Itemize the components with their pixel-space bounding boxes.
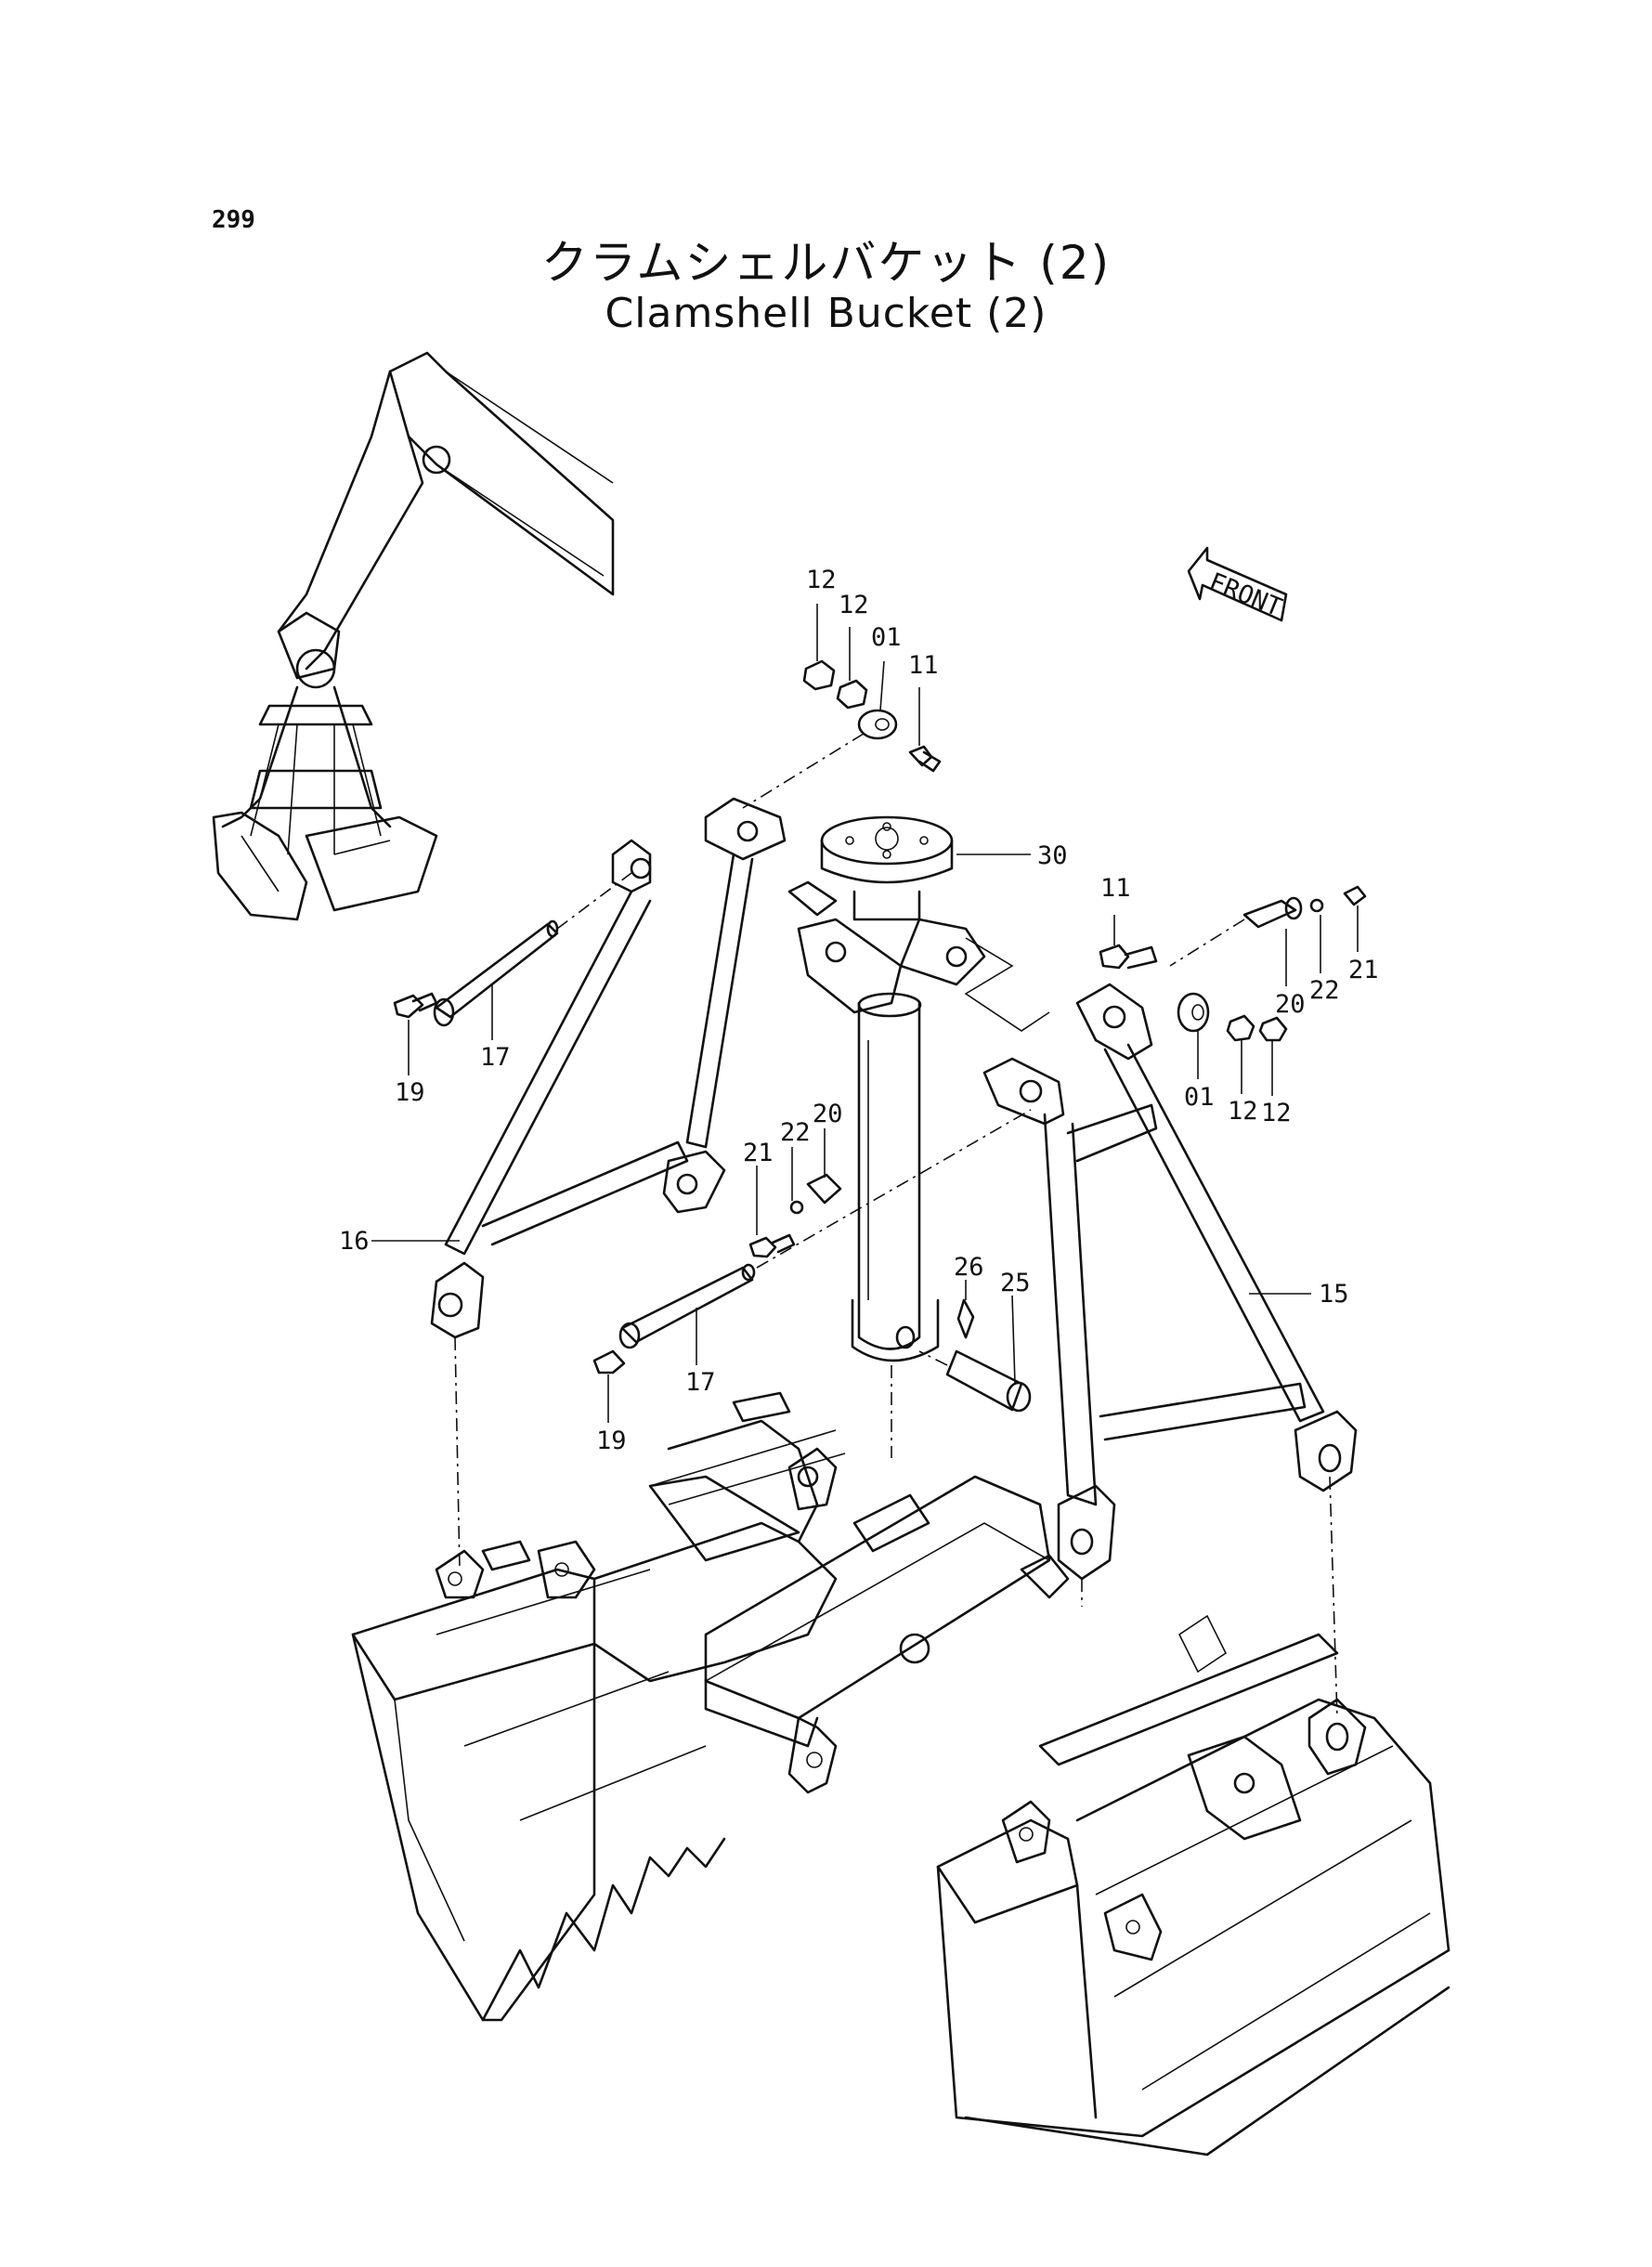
callout-17: 17 xyxy=(685,1368,716,1397)
cylinder-assembly-30 xyxy=(787,815,1050,1458)
callout-19: 19 xyxy=(395,1078,425,1107)
callout-11: 11 xyxy=(1100,874,1131,903)
right-bucket xyxy=(936,1614,1450,2156)
front-direction-arrow: FRONT xyxy=(1187,546,1288,622)
pin-17-lower xyxy=(618,1109,1032,1349)
callout-15: 15 xyxy=(1319,1280,1349,1309)
pin-17-upper xyxy=(433,872,632,1027)
callout-20: 20 xyxy=(813,1100,843,1128)
page-number: 299 xyxy=(212,206,255,234)
callout-12: 12 xyxy=(806,566,837,594)
callout-11: 11 xyxy=(908,651,939,680)
title-japanese: クラムシェルバケット (2) xyxy=(540,236,1112,290)
bolt-19-lower xyxy=(592,1349,626,1375)
hardware-middle xyxy=(748,1173,842,1258)
pin-25-and-cotter-26 xyxy=(918,1298,1032,1413)
callout-17: 17 xyxy=(480,1043,511,1072)
callout-19: 19 xyxy=(596,1427,627,1455)
callout-22: 22 xyxy=(780,1118,811,1147)
callout-21: 21 xyxy=(1348,956,1379,984)
hardware-right xyxy=(1099,885,1367,1042)
hardware-top-center xyxy=(742,659,942,809)
overview-excavator-illustration xyxy=(212,351,615,921)
callout-01: 01 xyxy=(871,623,902,652)
callout-26: 26 xyxy=(954,1253,984,1282)
callout-12: 12 xyxy=(1261,1099,1292,1127)
callout-12: 12 xyxy=(839,591,869,619)
callout-16: 16 xyxy=(339,1227,370,1256)
callout-20: 20 xyxy=(1275,990,1306,1019)
callout-30: 30 xyxy=(1037,841,1068,870)
leader-lines xyxy=(371,604,1359,1423)
callout-22: 22 xyxy=(1309,976,1340,1005)
assembly-centerlines xyxy=(454,1336,1338,1719)
bolt-19-upper xyxy=(393,992,438,1019)
title-english: Clamshell Bucket (2) xyxy=(605,290,1047,337)
center-beam xyxy=(704,1475,1070,1794)
callouts: 12 12 01 11 30 11 20 22 21 01 12 12 15 1… xyxy=(339,566,1379,1455)
callout-01: 01 xyxy=(1184,1083,1215,1112)
callout-21: 21 xyxy=(743,1139,774,1167)
left-a-frame-16 xyxy=(430,797,787,1339)
left-bucket xyxy=(351,1391,846,2022)
callout-25: 25 xyxy=(1000,1269,1031,1297)
callout-12: 12 xyxy=(1228,1097,1258,1126)
right-a-frame-15 xyxy=(982,983,1358,1581)
